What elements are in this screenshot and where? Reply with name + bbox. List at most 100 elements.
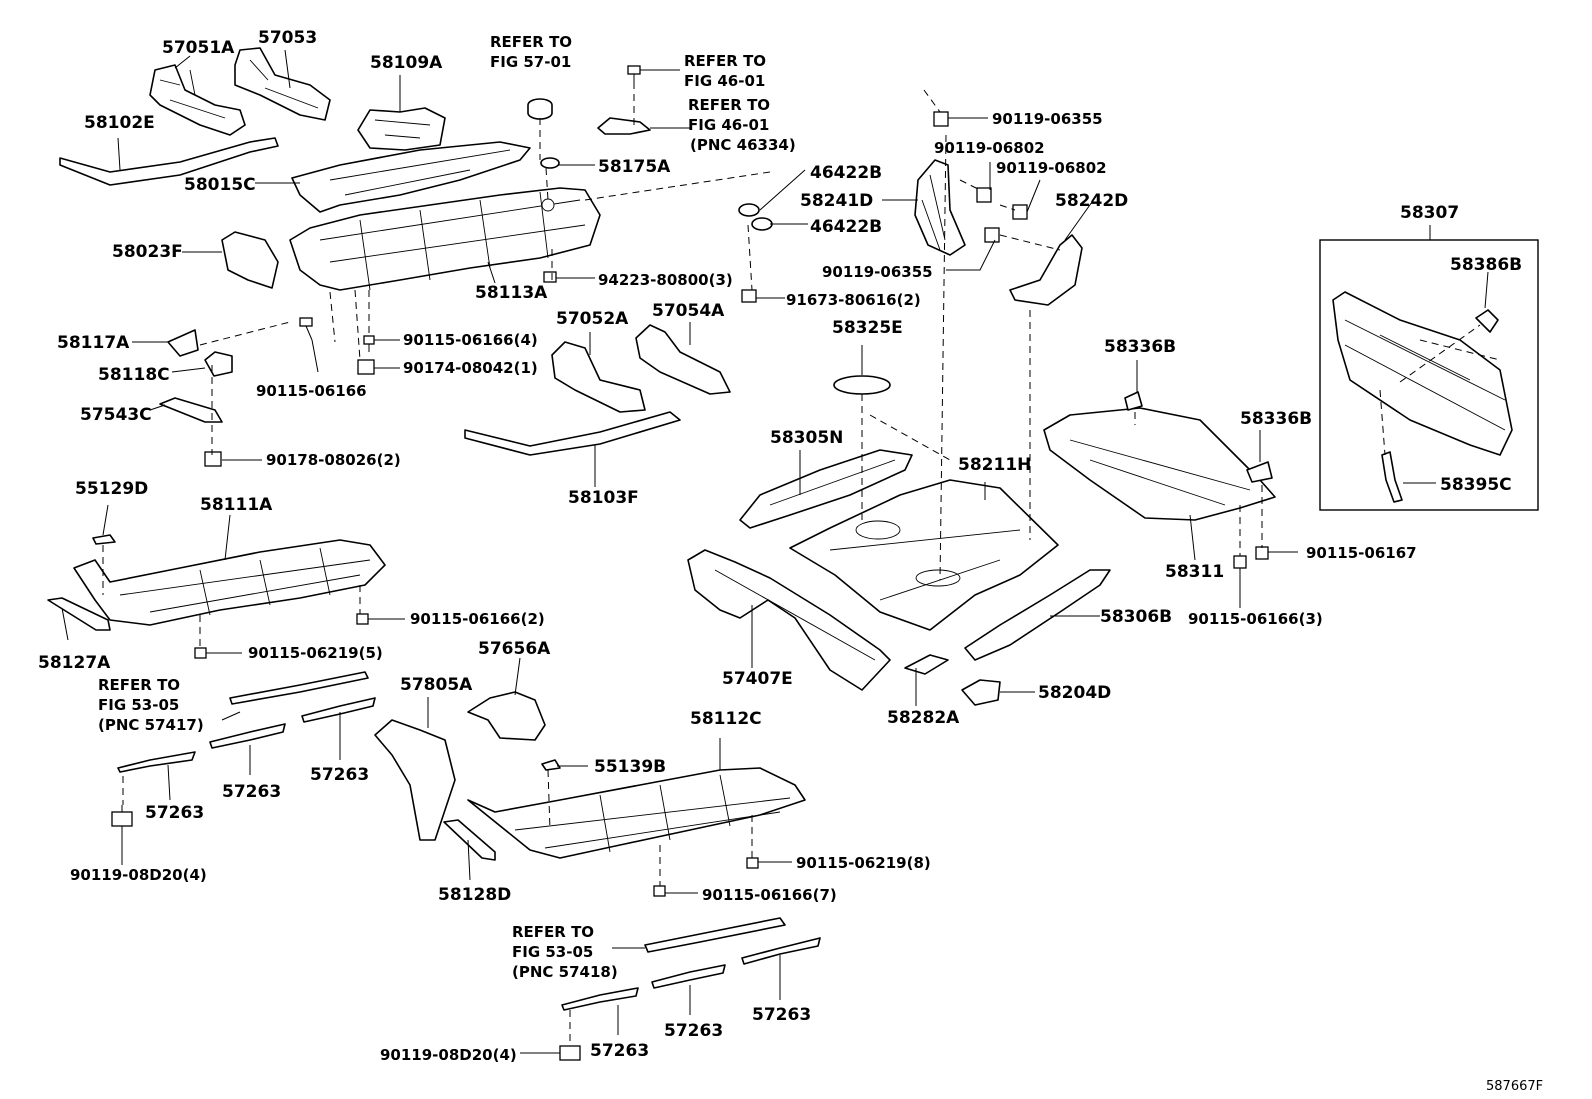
label-57051A: 57051A bbox=[162, 38, 235, 58]
part-58305N-member bbox=[739, 449, 913, 529]
part-57263-1 bbox=[117, 751, 196, 773]
clip-46422B-b bbox=[751, 217, 773, 231]
label-refer-46-01-line2: FIG 46-01 bbox=[684, 72, 765, 90]
nut-90178 bbox=[204, 451, 222, 467]
label-58306B: 58306B bbox=[1100, 607, 1172, 627]
part-58109A-panel bbox=[357, 107, 446, 151]
label-57263-6: 57263 bbox=[752, 1005, 811, 1025]
label-57805A: 57805A bbox=[400, 675, 473, 695]
bolt-90119-08D20-b bbox=[559, 1045, 581, 1061]
part-57263-2 bbox=[209, 723, 286, 749]
label-58111A: 58111A bbox=[200, 495, 273, 515]
part-57054A-bracket bbox=[635, 324, 731, 395]
label-refer-53-05b-line1: REFER TO bbox=[512, 923, 594, 941]
label-58307: 58307 bbox=[1400, 203, 1459, 223]
part-57053-bracket bbox=[234, 47, 331, 121]
label-58204D: 58204D bbox=[1038, 683, 1111, 703]
part-57543C-bracket bbox=[159, 397, 223, 423]
label-90115-06167: 90115-06167 bbox=[1306, 544, 1417, 562]
part-58023F-bracket bbox=[221, 231, 279, 289]
label-55129D: 55129D bbox=[75, 479, 148, 499]
label-90119-08D20-a: 90119-08D20(4) bbox=[70, 866, 207, 884]
label-58386B: 58386B bbox=[1450, 255, 1522, 275]
part-58127A-strip bbox=[47, 597, 111, 631]
part-55139B-clip bbox=[541, 759, 561, 771]
label-58127A: 58127A bbox=[38, 653, 111, 673]
label-90119-08D20-b: 90119-08D20(4) bbox=[380, 1046, 517, 1064]
part-57263-5 bbox=[651, 964, 726, 989]
label-57263-2: 57263 bbox=[222, 782, 281, 802]
label-58305N: 58305N bbox=[770, 428, 843, 448]
label-90115-06219-5: 90115-06219(5) bbox=[248, 644, 383, 662]
nut-90174 bbox=[357, 359, 375, 375]
part-58015C-crossmember bbox=[291, 141, 531, 213]
label-refer-46-01b-line1: REFER TO bbox=[688, 96, 770, 114]
label-58128D: 58128D bbox=[438, 885, 511, 905]
bolt-90115-06219-5 bbox=[194, 647, 207, 659]
part-58204D-bracket bbox=[961, 679, 1001, 706]
part-58103F-rail bbox=[464, 411, 681, 456]
part-58118C-bracket bbox=[204, 351, 233, 377]
label-91673-80616: 91673-80616(2) bbox=[786, 291, 921, 309]
label-90115-06166: 90115-06166 bbox=[256, 382, 367, 400]
label-58023F: 58023F bbox=[112, 242, 183, 262]
label-90119-06802-a: 90119-06802 bbox=[934, 139, 1045, 157]
part-57263-3 bbox=[301, 697, 376, 723]
bolt-90119-06355-b bbox=[984, 227, 1000, 243]
label-refer-46-01-line1: REFER TO bbox=[684, 52, 766, 70]
label-58242D: 58242D bbox=[1055, 191, 1128, 211]
bolt-90115-06166-3 bbox=[1233, 555, 1247, 569]
label-57263-4: 57263 bbox=[590, 1041, 649, 1061]
label-57263-5: 57263 bbox=[664, 1021, 723, 1041]
label-58113A: 58113A bbox=[475, 283, 548, 303]
bolt-refer-46-01 bbox=[627, 65, 641, 82]
label-58117A: 58117A bbox=[57, 333, 130, 353]
label-58118C: 58118C bbox=[98, 365, 170, 385]
label-refer-53-05b-line2: FIG 53-05 bbox=[512, 943, 593, 961]
part-57805A-bracket bbox=[374, 719, 456, 841]
part-57263-4 bbox=[561, 987, 639, 1011]
label-58103F: 58103F bbox=[568, 488, 639, 508]
clip-46422B-a bbox=[738, 203, 760, 217]
clip-58336B-a bbox=[1124, 391, 1143, 411]
label-90115-06219-8: 90115-06219(8) bbox=[796, 854, 931, 872]
part-58386B-bracket bbox=[1475, 309, 1499, 333]
label-94223-80800: 94223-80800(3) bbox=[598, 271, 733, 289]
label-refer-53-05a-line2: FIG 53-05 bbox=[98, 696, 179, 714]
label-57543C: 57543C bbox=[80, 405, 152, 425]
label-90119-06355-a: 90119-06355 bbox=[992, 110, 1103, 128]
label-58175A: 58175A bbox=[598, 157, 671, 177]
part-58211H-rear-floor bbox=[789, 479, 1059, 631]
label-58395C: 58395C bbox=[1440, 475, 1512, 495]
label-refer-46-01b-line3: (PNC 46334) bbox=[690, 136, 796, 154]
label-90178-08026: 90178-08026(2) bbox=[266, 451, 401, 469]
plug-refer-57-01 bbox=[527, 98, 553, 120]
part-57263-6 bbox=[741, 937, 821, 965]
part-58241D-brace bbox=[914, 159, 966, 256]
part-58111A-front-floor bbox=[73, 539, 386, 626]
bracket-46334 bbox=[597, 117, 651, 135]
part-58306B-member bbox=[964, 569, 1111, 661]
part-58112C-front-floor bbox=[467, 767, 806, 859]
label-58109A: 58109A bbox=[370, 53, 443, 73]
label-refer-57-01-line2: FIG 57-01 bbox=[490, 53, 571, 71]
label-90115-06166-7: 90115-06166(7) bbox=[702, 886, 837, 904]
bolt-90119-08D20-a bbox=[111, 805, 133, 827]
label-57407E: 57407E bbox=[722, 669, 793, 689]
bolt-91673 bbox=[741, 289, 757, 303]
label-90119-06802-b: 90119-06802 bbox=[996, 159, 1107, 177]
bolt-90119-06355-a bbox=[933, 111, 949, 127]
label-58325E: 58325E bbox=[832, 318, 903, 338]
label-90115-06166-3: 90115-06166(3) bbox=[1188, 610, 1323, 628]
label-58311: 58311 bbox=[1165, 562, 1224, 582]
nut-94223 bbox=[543, 271, 557, 283]
part-58325E-cap bbox=[833, 375, 891, 395]
assembly-58307-box bbox=[1319, 239, 1539, 511]
label-refer-53-05a-line1: REFER TO bbox=[98, 676, 180, 694]
label-90119-06355-b: 90119-06355 bbox=[822, 263, 933, 281]
part-58307-panel bbox=[1332, 291, 1513, 456]
label-refer-57-01-line1: REFER TO bbox=[490, 33, 572, 51]
label-58336B-1: 58336B bbox=[1104, 337, 1176, 357]
bolt-90115-06166-single bbox=[299, 317, 313, 341]
label-refer-53-05b-line3: (PNC 57418) bbox=[512, 963, 618, 981]
